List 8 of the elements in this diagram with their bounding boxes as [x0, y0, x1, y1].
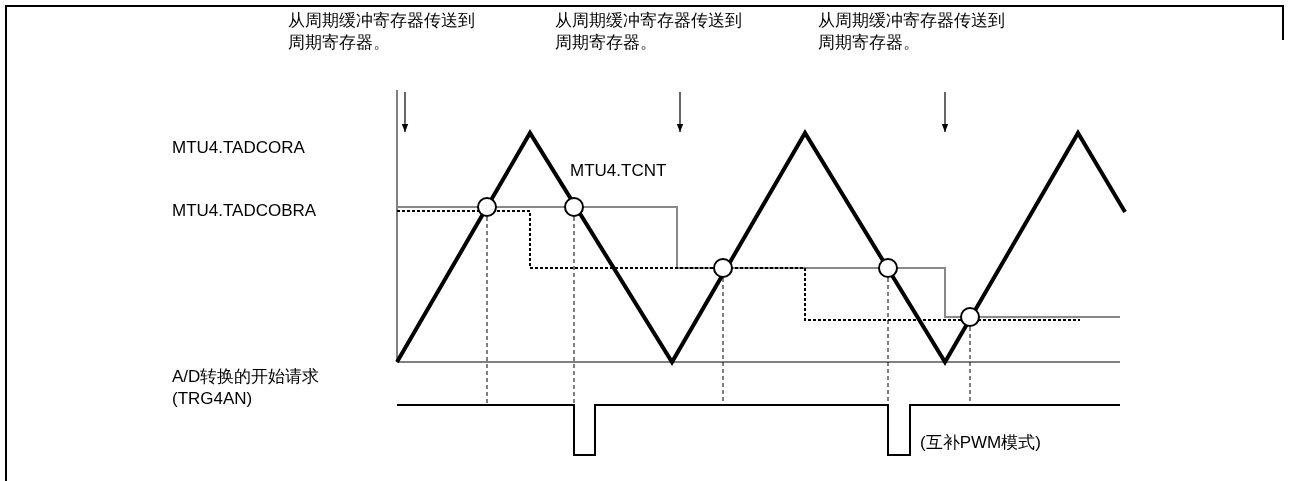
- annotation-text: 从周期缓冲寄存器传送到周期寄存器。: [818, 10, 1006, 54]
- annotation-text: 从周期缓冲寄存器传送到周期寄存器。: [288, 10, 476, 54]
- waveform-label: MTU4.TCNT: [570, 160, 667, 182]
- annotation-text: 从周期缓冲寄存器传送到周期寄存器。: [555, 10, 743, 54]
- signal-label: A/D转换的开始请求 (TRG4AN): [172, 366, 321, 410]
- mode-note: (互补PWM模式): [920, 432, 1041, 454]
- signal-label: MTU4.TADCORA: [172, 137, 305, 159]
- signal-label: MTU4.TADCOBRA: [172, 200, 317, 222]
